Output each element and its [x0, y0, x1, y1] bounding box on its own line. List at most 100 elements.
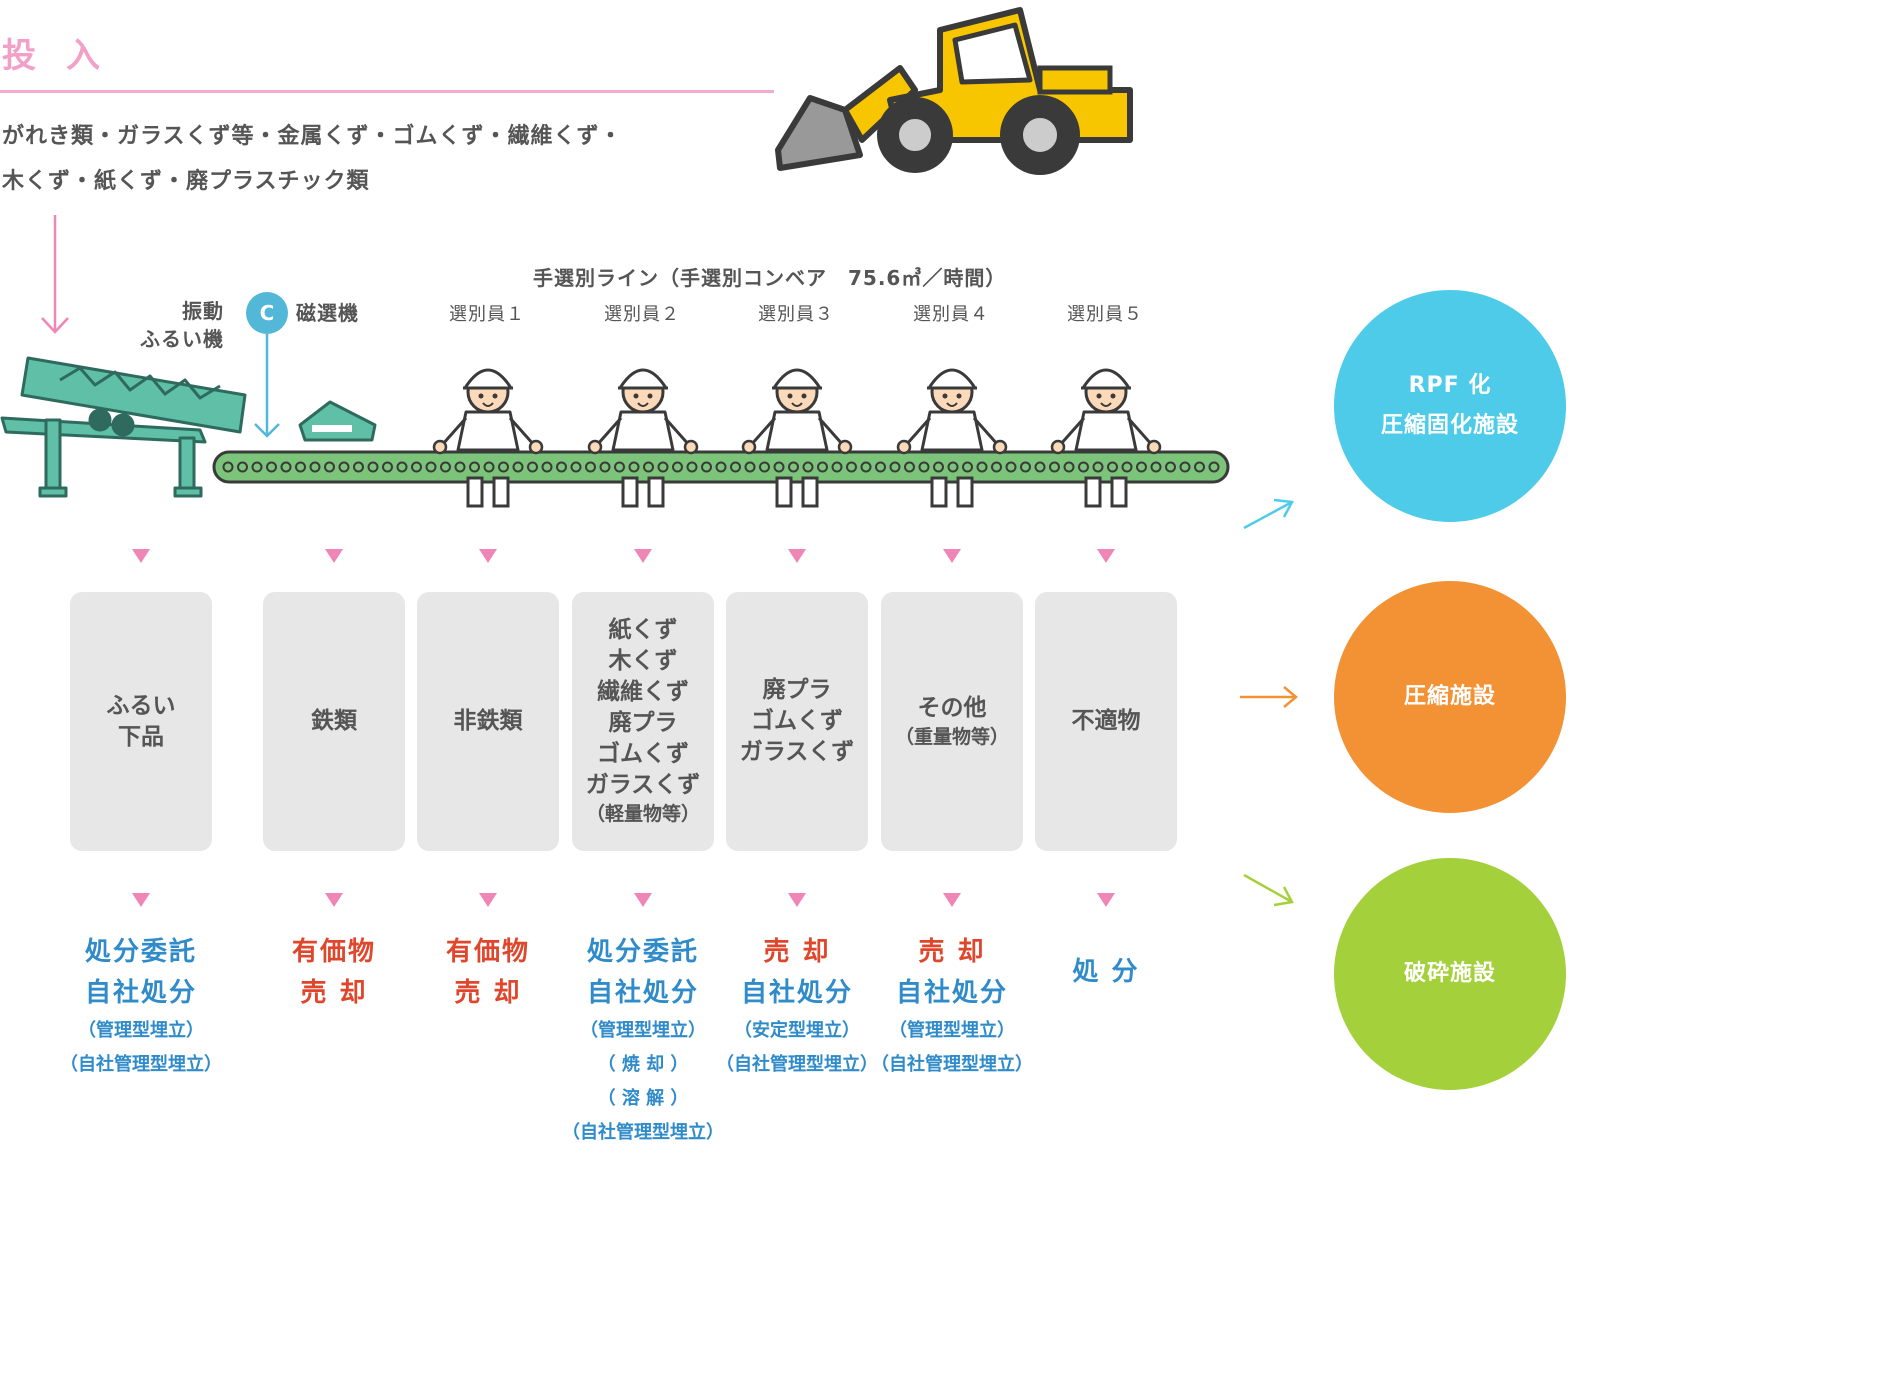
sorting-line-title: 手選別ライン（手選別コンベア 75.6㎥／時間） [533, 266, 1007, 290]
conveyor-roller [730, 461, 741, 473]
sorter-label-2: 選別員２ [604, 304, 680, 325]
conveyor-roller [599, 461, 611, 473]
conveyor-roller [773, 461, 785, 473]
vibrating-screen-illustration [0, 356, 247, 498]
conveyor-roller [222, 461, 234, 473]
conveyor-roller [686, 461, 698, 473]
conveyor-roller [541, 461, 553, 473]
result-sub-text: （ 焼 却 ） [597, 1054, 689, 1075]
box-subtext: （重量物等） [894, 725, 1009, 748]
facility-arrows [1240, 498, 1298, 907]
magnetic-separator-illustration [298, 400, 377, 442]
conveyor-roller [817, 461, 828, 473]
result-main-text: 自社処分 [895, 978, 1008, 1008]
conveyor-roller [309, 461, 321, 473]
result-main-text: 自社処分 [740, 978, 853, 1008]
conveyor-roller [353, 461, 364, 473]
down-triangle [479, 893, 497, 907]
worker-2 [587, 368, 699, 508]
down-triangle [943, 549, 961, 563]
conveyor-roller [1034, 461, 1046, 473]
conveyor-roller [1078, 461, 1089, 473]
conveyor-roller [237, 461, 248, 473]
materials-line-1: がれき類・ガラスくず等・金属くず・ゴムくず・繊維くず・ [2, 124, 623, 149]
conveyor-roller [1049, 461, 1060, 473]
result-main-text: 有価物 [445, 937, 530, 967]
down-triangle [634, 549, 652, 563]
conveyor-roller [1092, 461, 1104, 473]
result-main-text: 売 却 [918, 937, 986, 967]
facility-rpf-compression-solidification: RPF 化 圧縮固化施設 [1334, 290, 1566, 522]
conveyor-roller [1020, 461, 1031, 473]
category-box-ferrous: 鉄類 [263, 592, 405, 851]
box-text: ゴムくず [751, 708, 843, 734]
result-sub-text: （安定型埋立） [734, 1020, 860, 1041]
conveyor-roller [324, 461, 335, 473]
arrow-to-rpf [1243, 498, 1294, 530]
down-triangle [1097, 893, 1115, 907]
magnet-badge: C [246, 292, 288, 334]
materials-line-2: 木くず・紙くず・廃プラスチック類 [2, 169, 370, 194]
down-triangle [325, 549, 343, 563]
down-triangle [1097, 549, 1115, 563]
result-other-heavy: 売 却 自社処分 （管理型埋立） （自社管理型埋立） [867, 932, 1037, 1082]
result-main-text: 売 却 [454, 978, 522, 1008]
facility-label: 圧縮固化施設 [1380, 413, 1519, 438]
conveyor-roller [425, 461, 437, 473]
conveyor-roller [556, 461, 567, 473]
conveyor-roller [367, 461, 379, 473]
result-main-text: 処分委託 [586, 937, 699, 967]
conveyor-roller [483, 461, 495, 473]
conveyor-roller [744, 461, 756, 473]
arrow-to-crushing [1243, 873, 1294, 907]
conveyor-roller [1121, 461, 1133, 473]
result-sub-text: （管理型埋立） [78, 1020, 204, 1041]
category-box-light-materials: 紙くず 木くず 繊維くず 廃プラ ゴムくず ガラスくず （軽量物等） [572, 592, 714, 851]
worker-5 [1050, 368, 1162, 508]
conveyor-roller [904, 461, 915, 473]
worker-3 [741, 368, 853, 508]
vibrating-screen-label: 振動 ふるい機 [120, 297, 224, 353]
conveyor-roller [759, 461, 770, 473]
conveyor-roller [585, 461, 596, 473]
result-light-materials: 処分委託 自社処分 （管理型埋立） （ 焼 却 ） （ 溶 解 ） （自社管理型… [558, 932, 728, 1150]
conveyor-roller [382, 461, 393, 473]
conveyor-roller [672, 461, 683, 473]
conveyor-roller [962, 461, 973, 473]
conveyor-roller [802, 461, 814, 473]
result-sub-text: （自社管理型埋立） [716, 1054, 878, 1075]
conveyor-roller [411, 461, 422, 473]
process-illustration [0, 7, 1298, 907]
conveyor-roller [628, 461, 640, 473]
category-box-screen-residue: ふるい 下品 [70, 592, 212, 851]
conveyor-roller [715, 461, 727, 473]
box-text: ガラスくず [739, 739, 855, 765]
conveyor-roller [614, 461, 625, 473]
result-nonferrous: 有価物 売 却 [403, 932, 573, 1014]
sorter-label-3: 選別員３ [758, 304, 834, 325]
conveyor-roller [469, 461, 480, 473]
screen-label-line-1: 振動 [182, 299, 224, 323]
conveyor-roller [280, 461, 292, 473]
facility-compression: 圧縮施設 [1334, 581, 1566, 813]
conveyor-roller [947, 461, 959, 473]
conveyor-roller [1194, 461, 1205, 473]
result-ferrous: 有価物 売 却 [249, 932, 419, 1014]
down-triangle [479, 549, 497, 563]
result-sub-text: （ 溶 解 ） [597, 1088, 689, 1109]
box-text: 紙くず [608, 617, 678, 643]
box-text: 廃プラ [762, 677, 832, 703]
conveyor-roller [527, 461, 538, 473]
category-box-unsuitable: 不適物 [1035, 592, 1177, 851]
conveyor-roller [266, 461, 277, 473]
box-text: 繊維くず [597, 679, 689, 705]
down-triangle [788, 549, 806, 563]
conveyor-roller [498, 461, 509, 473]
conveyor-roller [701, 461, 712, 473]
conveyor-belt-illustration [212, 450, 1230, 484]
conveyor-roller [440, 461, 451, 473]
conveyor-roller [454, 461, 466, 473]
sorter-label-5: 選別員５ [1067, 304, 1143, 325]
conveyor-roller [875, 461, 886, 473]
category-box-other-heavy: その他 （重量物等） [881, 592, 1023, 851]
